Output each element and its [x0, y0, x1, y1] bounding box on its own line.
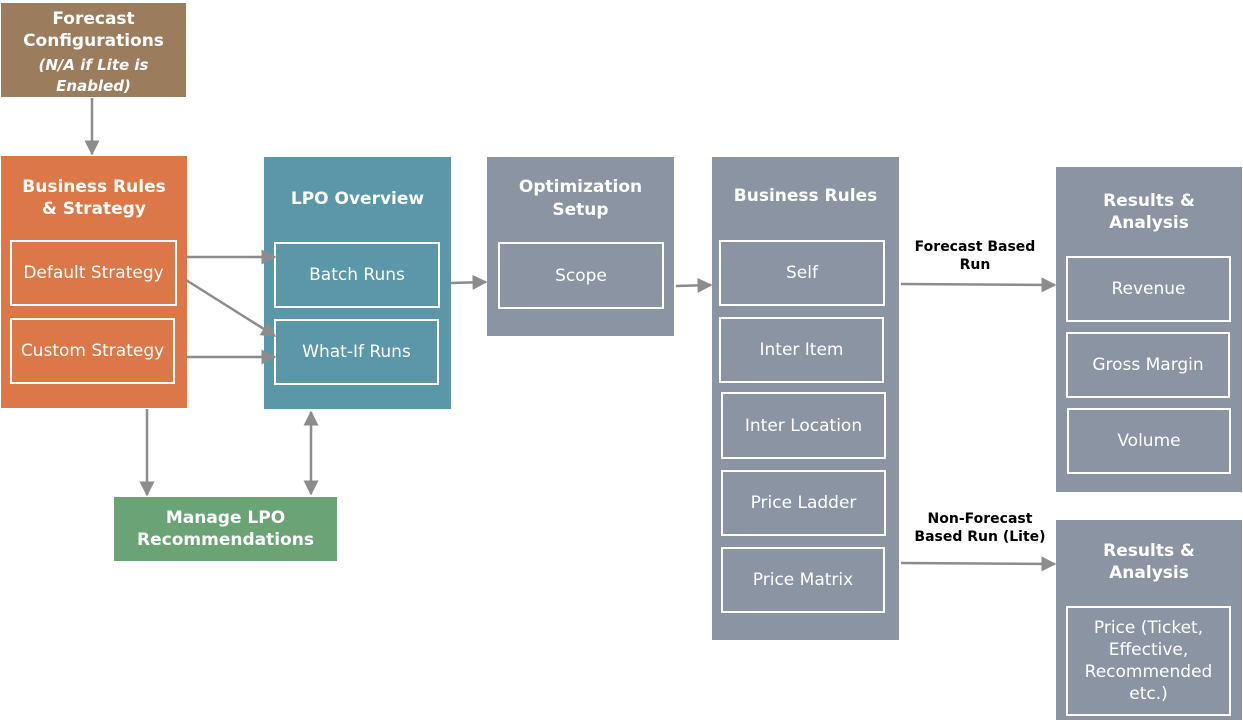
business-rules-strategy-box: Business Rules & Strategy Default Strate…	[1, 156, 187, 408]
business-rules-strategy-title-line2: & Strategy	[42, 199, 146, 219]
forecast-based-run-label-line1: Forecast Based	[914, 239, 1036, 255]
manage-lpo-title-line1: Manage LPO	[165, 508, 286, 528]
rule-price-matrix-item[interactable]: Price Matrix	[721, 547, 885, 613]
results-lite-title-line1: Results &	[1103, 541, 1195, 561]
batch-runs-item[interactable]: Batch Runs	[274, 242, 440, 308]
forecast-config-note-line2: Enabled)	[56, 77, 131, 95]
forecast-config-title-line2: Configurations	[23, 31, 164, 51]
optimization-setup-box: Optimization Setup Scope	[487, 157, 674, 336]
rule-self-item[interactable]: Self	[719, 240, 885, 306]
lpo-overview-box: LPO Overview Batch Runs What-If Runs	[264, 157, 451, 409]
price-item-line3: Recommended	[1084, 662, 1213, 682]
rule-price-ladder-item[interactable]: Price Ladder	[721, 470, 886, 536]
lpo-overview-title: LPO Overview	[290, 189, 425, 209]
arrow-default-to-whatif	[185, 278, 277, 338]
results-forecast-title-line1: Results &	[1103, 191, 1195, 211]
non-forecast-run-label-line2: Based Run (Lite)	[914, 529, 1046, 545]
business-rules-strategy-title-line1: Business Rules	[22, 177, 166, 197]
scope-item[interactable]: Scope	[498, 242, 664, 309]
arrow-optimization-to-rules	[675, 277, 713, 293]
forecast-config-title-line1: Forecast	[52, 9, 135, 29]
forecast-based-run-label-line2: Run	[959, 257, 991, 273]
forecast-config-note-line1: (N/A if Lite is	[38, 56, 149, 74]
price-item-line2: Effective,	[1108, 640, 1189, 660]
gross-margin-item[interactable]: Gross Margin	[1066, 332, 1230, 398]
results-lite-title-line2: Analysis	[1109, 563, 1189, 583]
forecast-based-run-label: Forecast Based Run	[905, 238, 1045, 274]
results-analysis-forecast-box: Results & Analysis Revenue Gross Margin …	[1056, 167, 1242, 492]
arrow-rules-to-results-forecast	[900, 277, 1057, 293]
optimization-setup-title-line1: Optimization	[518, 177, 643, 197]
default-strategy-item[interactable]: Default Strategy	[10, 240, 177, 306]
results-analysis-lite-box: Results & Analysis Price (Ticket, Effect…	[1056, 520, 1242, 720]
rule-inter-item-item[interactable]: Inter Item	[719, 317, 884, 383]
business-rules-box: Business Rules Self Inter Item Inter Loc…	[712, 157, 899, 640]
price-item-line4: etc.)	[1129, 684, 1168, 704]
arrow-lpo-to-optimization	[450, 274, 488, 290]
manage-lpo-recommendations-box: Manage LPO Recommendations	[114, 497, 337, 561]
revenue-item[interactable]: Revenue	[1066, 256, 1231, 322]
price-item-line1: Price (Ticket,	[1093, 618, 1204, 638]
business-rules-title: Business Rules	[733, 186, 878, 206]
arrow-rules-to-results-lite	[900, 556, 1057, 572]
manage-lpo-title-line2: Recommendations	[137, 530, 314, 550]
rule-inter-location-item[interactable]: Inter Location	[721, 392, 886, 459]
price-item[interactable]: Price (Ticket, Effective, Recommended et…	[1066, 606, 1231, 716]
custom-strategy-item[interactable]: Custom Strategy	[10, 318, 175, 384]
volume-item[interactable]: Volume	[1067, 408, 1231, 474]
forecast-configurations-box: Forecast Configurations (N/A if Lite is …	[1, 3, 186, 97]
results-forecast-title-line2: Analysis	[1109, 213, 1189, 233]
optimization-setup-title-line2: Setup	[552, 200, 609, 220]
non-forecast-run-label-line1: Non-Forecast	[927, 511, 1033, 527]
non-forecast-run-label: Non-Forecast Based Run (Lite)	[905, 510, 1055, 546]
